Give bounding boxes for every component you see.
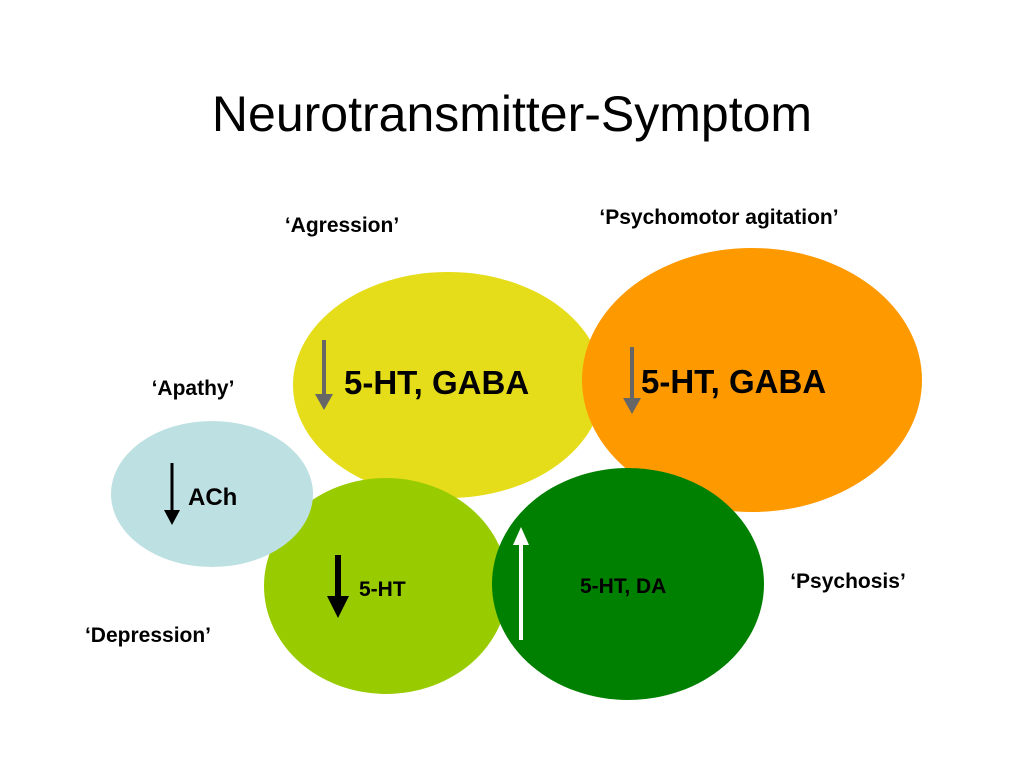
label-depression: ‘Depression’: [84, 624, 212, 647]
label-psychosis: ‘Psychosis’: [790, 570, 906, 593]
circle-depression: [264, 478, 508, 694]
arrow-down-icon: [164, 463, 180, 525]
nt-apathy: ACh: [188, 484, 237, 511]
nt-depression: 5-HT: [359, 578, 406, 601]
label-apathy: ‘Apathy’: [151, 377, 235, 400]
arrow-up-icon: [513, 527, 529, 640]
nt-aggression: 5-HT, GABA: [344, 364, 529, 401]
circle-aggression: [293, 272, 603, 498]
arrow-down-icon: [623, 347, 641, 414]
page-title: Neurotransmitter-Symptom: [211, 86, 813, 142]
circle-psychosis: [492, 468, 764, 700]
nt-psychosis: 5-HT, DA: [580, 575, 666, 598]
nt-agitation: 5-HT, GABA: [641, 363, 826, 400]
label-aggression: ‘Agression’: [284, 214, 400, 237]
arrow-down-icon: [315, 340, 333, 410]
circle-agitation: [582, 248, 922, 512]
circle-apathy: [111, 421, 313, 567]
label-agitation: ‘Psychomotor agitation’: [599, 206, 839, 229]
arrow-down-icon: [327, 555, 349, 618]
